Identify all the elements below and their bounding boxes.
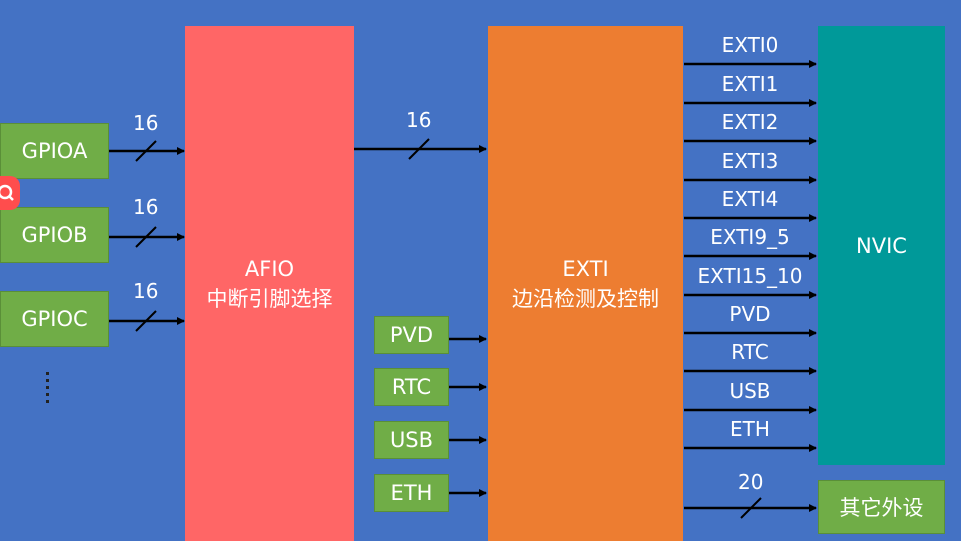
gpiob-label: GPIOB (21, 223, 88, 247)
eth-block: ETH (374, 474, 449, 512)
other-bus-width: 20 (738, 470, 764, 494)
exti-block: EXTI 边沿检测及控制 (488, 26, 683, 541)
exti1-label: EXTI1 (721, 72, 779, 96)
afio-exti-bus-slash (408, 138, 430, 160)
eth-label: ETH (390, 481, 433, 505)
nvic-label: NVIC (856, 233, 907, 258)
pvd-out-label: PVD (729, 302, 771, 326)
gpioc-label: GPIOC (21, 307, 88, 331)
gpioa-block: GPIOA (0, 123, 109, 179)
rtc-out-label: RTC (731, 340, 769, 364)
gpioa-bus-width: 16 (133, 111, 159, 135)
pvd-label: PVD (389, 323, 434, 347)
usb-block: USB (374, 421, 449, 459)
gpiob-bus-slash (135, 226, 157, 248)
usb-out-label: USB (729, 379, 771, 403)
gpioc-bus-slash (135, 310, 157, 332)
gpioa-label: GPIOA (21, 139, 88, 163)
gpiob-block: GPIOB (0, 207, 109, 263)
exti15-10-label: EXTI15_10 (697, 264, 803, 288)
usb-label: USB (389, 428, 434, 452)
gpioa-bus-slash (135, 140, 157, 162)
afio-bus-width: 16 (406, 108, 432, 132)
exti-title: EXTI (562, 256, 609, 281)
other-bus-slash (740, 497, 762, 519)
pvd-block: PVD (374, 316, 449, 354)
afio-subtitle: 中断引脚选择 (206, 286, 333, 311)
exti2-label: EXTI2 (721, 110, 779, 134)
rtc-label: RTC (391, 375, 432, 399)
eth-out-label: ETH (730, 417, 770, 441)
other-peripherals-block: 其它外设 (818, 480, 945, 534)
nvic-block: NVIC (818, 26, 945, 465)
other-peripherals-label: 其它外设 (839, 496, 924, 520)
gpiob-bus-width: 16 (133, 195, 159, 219)
gpioc-block: GPIOC (0, 291, 109, 347)
exti3-label: EXTI3 (721, 149, 779, 173)
rtc-block: RTC (374, 368, 449, 406)
exti9-5-label: EXTI9_5 (710, 225, 790, 249)
afio-block: AFIO 中断引脚选择 (185, 26, 354, 541)
exti0-label: EXTI0 (721, 33, 779, 57)
afio-title: AFIO (244, 256, 295, 281)
exti4-label: EXTI4 (721, 187, 779, 211)
more-gpio-ellipsis (46, 368, 50, 407)
search-icon[interactable] (0, 176, 20, 210)
gpioc-bus-width: 16 (133, 279, 159, 303)
exti-subtitle: 边沿检测及控制 (512, 286, 659, 311)
